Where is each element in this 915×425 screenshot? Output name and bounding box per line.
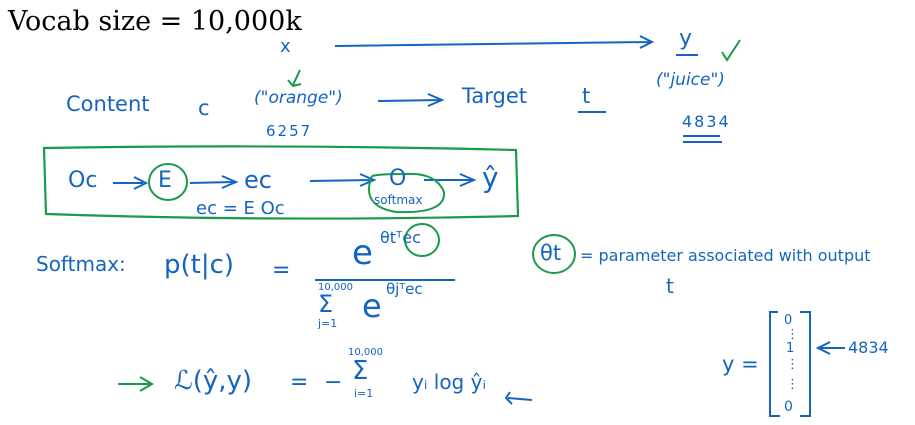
loss-minus: − (324, 370, 343, 395)
softmax-sum-symbol: Σ (318, 290, 334, 318)
pipeline-arrow-3 (309, 173, 377, 187)
vector-entry: 0 (784, 313, 793, 328)
onehot-vector: Oc (68, 168, 98, 193)
loss-term: yᵢ log ŷᵢ (412, 370, 487, 394)
vector-entry: 0 (784, 399, 793, 415)
softmax-sum-bottom: j=1 (318, 317, 338, 330)
orange-index: 6257 (266, 122, 313, 140)
pipeline-arrow-2 (189, 175, 239, 189)
ec-circle (404, 223, 440, 257)
vector-left-bracket (769, 311, 780, 417)
vector-entry: ⋮ (786, 327, 799, 342)
embedding-vector: ec (244, 166, 272, 194)
softmax-node-label: softmax (374, 193, 423, 207)
embedding-equation: ec = E Oc (196, 198, 285, 219)
output-yhat: ŷ (482, 161, 499, 194)
orange-word: ("orange") (254, 88, 343, 108)
x-to-y-arrow (334, 35, 655, 49)
embedding-matrix: E (158, 168, 172, 193)
softmax-node: O (389, 166, 407, 191)
pipeline-arrow-1 (113, 176, 149, 190)
juice-word: ("juice") (656, 70, 725, 90)
softmax-lhs: p(t|c) (164, 250, 235, 280)
parameter-t: t (666, 274, 674, 298)
context-to-target-arrow (377, 93, 445, 107)
loss-sum-bottom: i=1 (354, 387, 374, 400)
pipeline-arrow-4 (424, 173, 477, 187)
loss-sum-symbol: Σ (352, 356, 369, 386)
page-title: Vocab size = 10,000k (8, 6, 302, 37)
vector-marker: 4834 (848, 338, 889, 357)
vector-entry: ⋮ (786, 357, 799, 372)
vector-entry: ⋮ (786, 377, 799, 392)
softmax-denominator-exponent: θjᵀec (386, 280, 423, 298)
yhat-pointer-arrow (504, 391, 533, 405)
y-green-check (721, 39, 741, 62)
loss-green-arrow (118, 376, 154, 392)
softmax-numerator-exponent: θtᵀec (380, 228, 421, 247)
softmax-denominator-e: e (362, 287, 382, 325)
pipeline-box (42, 145, 520, 220)
softmax-circle (368, 172, 446, 214)
y-label: y (679, 26, 693, 51)
softmax-label: Softmax: (36, 252, 126, 276)
softmax-sum-top: 10,000 (318, 282, 353, 293)
juice-index: 4834 (682, 112, 731, 131)
theta-t-symbol: θt (540, 241, 562, 265)
vector-marker-arrow (815, 341, 845, 355)
softmax-equals: = (272, 258, 291, 283)
content-label: Content (66, 92, 150, 116)
target-label: Target (462, 84, 527, 108)
target-t-label: t (582, 84, 591, 108)
loss-sum-top: 10,000 (348, 347, 383, 358)
softmax-numerator-e: e (352, 233, 373, 273)
vector-right-bracket (800, 311, 811, 417)
embedding-matrix-circle (148, 163, 188, 201)
loss-equals: = (290, 370, 309, 395)
theta-t-circle (532, 234, 576, 274)
x-green-arrow (287, 69, 302, 88)
loss-lhs: ℒ(ŷ,y) (174, 366, 253, 396)
juice-index-underline (683, 135, 722, 143)
vector-label: y = (722, 352, 759, 376)
x-label: x (280, 36, 291, 57)
context-c-label: c (198, 96, 210, 120)
vector-entry: 1 (786, 341, 795, 356)
parameter-note: = parameter associated with output (580, 246, 871, 265)
